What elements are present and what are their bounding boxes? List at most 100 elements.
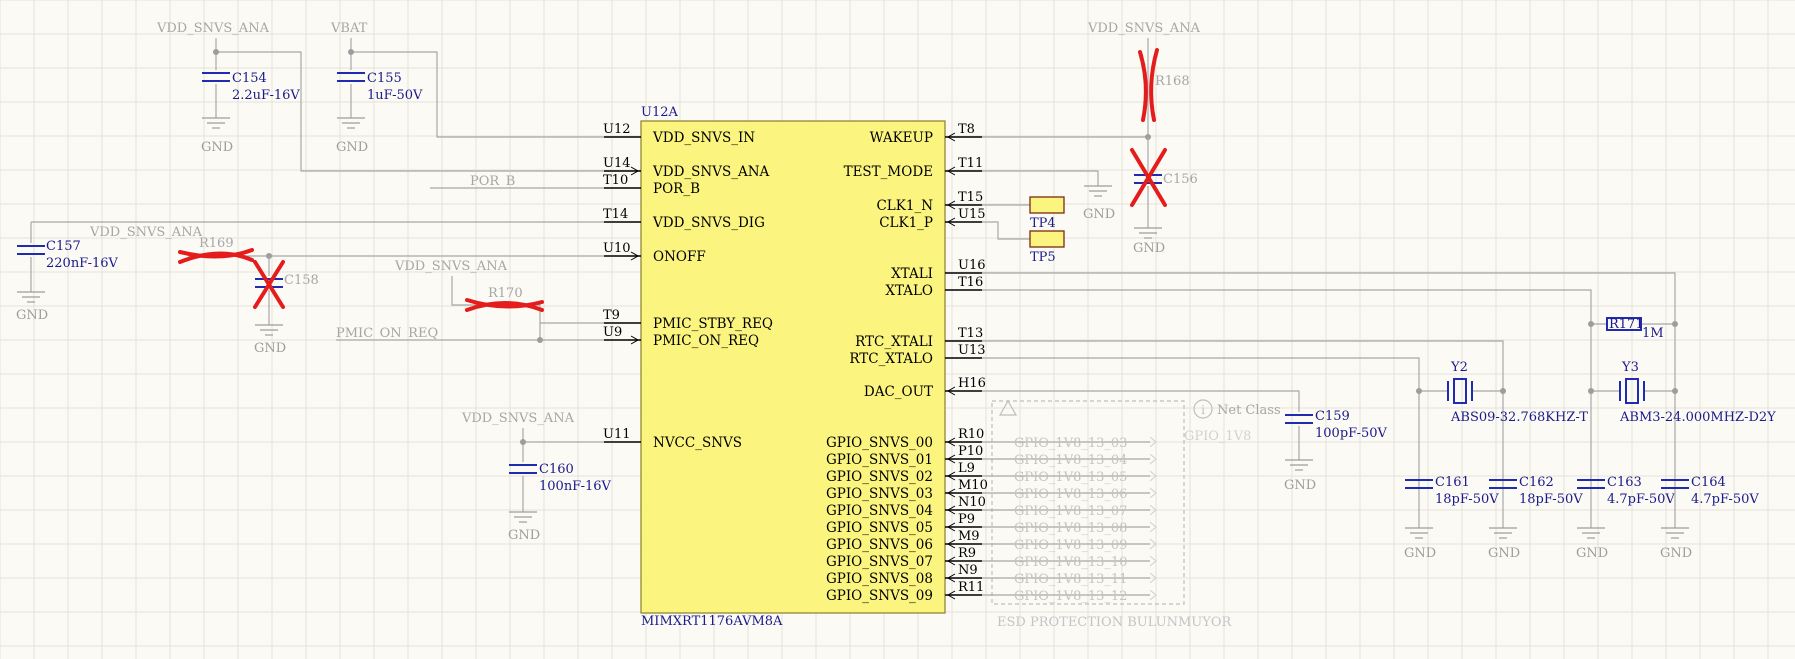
c162-value: 18pF-50V	[1519, 492, 1583, 507]
gnd-label-c161: GND	[1404, 546, 1436, 561]
pin-number: M10	[958, 478, 988, 493]
pin-name: XTALO	[885, 283, 933, 299]
gnd-label-c164: GND	[1660, 546, 1692, 561]
c163-value: 4.7pF-50V	[1607, 492, 1675, 507]
c154-symbol[interactable]	[202, 72, 230, 82]
pin-name: PMIC_STBY_REQ	[653, 316, 773, 332]
pin-number: P9	[958, 512, 975, 527]
gpio-nets: GPIO_1V8_13_03GPIO_1V8_13_04GPIO_1V8_13_…	[982, 436, 1157, 604]
c159-symbol[interactable]	[1285, 414, 1313, 424]
r168-ref: R168	[1155, 74, 1190, 89]
gnd-symbol-c158	[255, 324, 283, 336]
gnd-symbol-c162	[1489, 527, 1517, 539]
pin-name: GPIO_SNVS_09	[826, 588, 933, 604]
gpio-net-label: GPIO_1V8_13_06	[1014, 487, 1127, 502]
gnd-label-c158: GND	[254, 341, 286, 356]
dnp-mark-c158	[253, 260, 285, 309]
net-label-por-b: POR_B	[470, 174, 515, 189]
pin-name: NVCC_SNVS	[653, 435, 742, 451]
y3-symbol[interactable]	[1619, 378, 1645, 404]
gpio-net-label: GPIO_1V8_13_07	[1014, 504, 1127, 519]
r171-value: 1M	[1642, 326, 1664, 341]
gnd-label-test-mode: GND	[1083, 207, 1115, 222]
pin-number: T15	[958, 190, 983, 205]
net-class-info-icon[interactable]	[1193, 399, 1213, 419]
power-label-vdd-snvs-ana-5: VDD_SNVS_ANA	[1087, 21, 1201, 36]
tp5-pad[interactable]	[1029, 230, 1065, 248]
pin-number: T8	[958, 122, 975, 137]
c154-value: 2.2uF-16V	[232, 88, 300, 103]
pin-name: GPIO_SNVS_03	[826, 486, 933, 502]
u12a-body[interactable]	[640, 120, 946, 614]
pin-number: U13	[958, 343, 986, 358]
y2-symbol[interactable]	[1447, 378, 1473, 404]
pin-number: U14	[603, 156, 631, 171]
pin-name: GPIO_SNVS_00	[826, 435, 933, 451]
pin-name: TEST_MODE	[844, 164, 933, 180]
r171-ref: R171	[1609, 317, 1644, 332]
c163-ref: C163	[1607, 475, 1642, 490]
gnd-label-c162: GND	[1488, 546, 1520, 561]
tp4-pad[interactable]	[1029, 196, 1065, 214]
esd-note: ESD PROTECTION BULUNMUYOR	[997, 615, 1232, 630]
power-label-vdd-snvs-ana-4: VDD_SNVS_ANA	[461, 411, 575, 426]
c163-symbol[interactable]: C163 4.7pF-50V	[1577, 475, 1675, 528]
pin-number: U15	[958, 207, 986, 222]
gnd-symbol-test-mode	[1084, 185, 1112, 197]
c160-symbol[interactable]	[509, 464, 537, 474]
pin-number: L9	[958, 461, 975, 476]
pin-number: T16	[958, 275, 983, 290]
y2-ref: Y2	[1450, 360, 1468, 375]
net-class-name: GPIO_1V8	[1184, 429, 1251, 444]
pin-name: RTC_XTALI	[855, 334, 933, 350]
gnd-symbol-c163	[1577, 527, 1605, 539]
net-test-mode	[982, 170, 1099, 186]
pin-number: T13	[958, 326, 983, 341]
dnp-mark-r168	[1138, 48, 1159, 122]
pin-number: T11	[958, 156, 983, 171]
pin-number: U16	[958, 258, 986, 273]
pin-number: P10	[958, 444, 983, 459]
net-class-blanket[interactable]	[991, 400, 1185, 605]
r171-symbol[interactable]	[1606, 317, 1642, 331]
c157-symbol[interactable]	[17, 245, 45, 255]
pin-name: GPIO_SNVS_01	[826, 452, 933, 468]
pin-name: ONOFF	[653, 249, 706, 265]
pin-name: GPIO_SNVS_07	[826, 554, 933, 570]
gnd-symbol-c159	[1285, 459, 1313, 471]
c155-symbol[interactable]	[337, 72, 365, 82]
pin-name: GPIO_SNVS_06	[826, 537, 933, 553]
